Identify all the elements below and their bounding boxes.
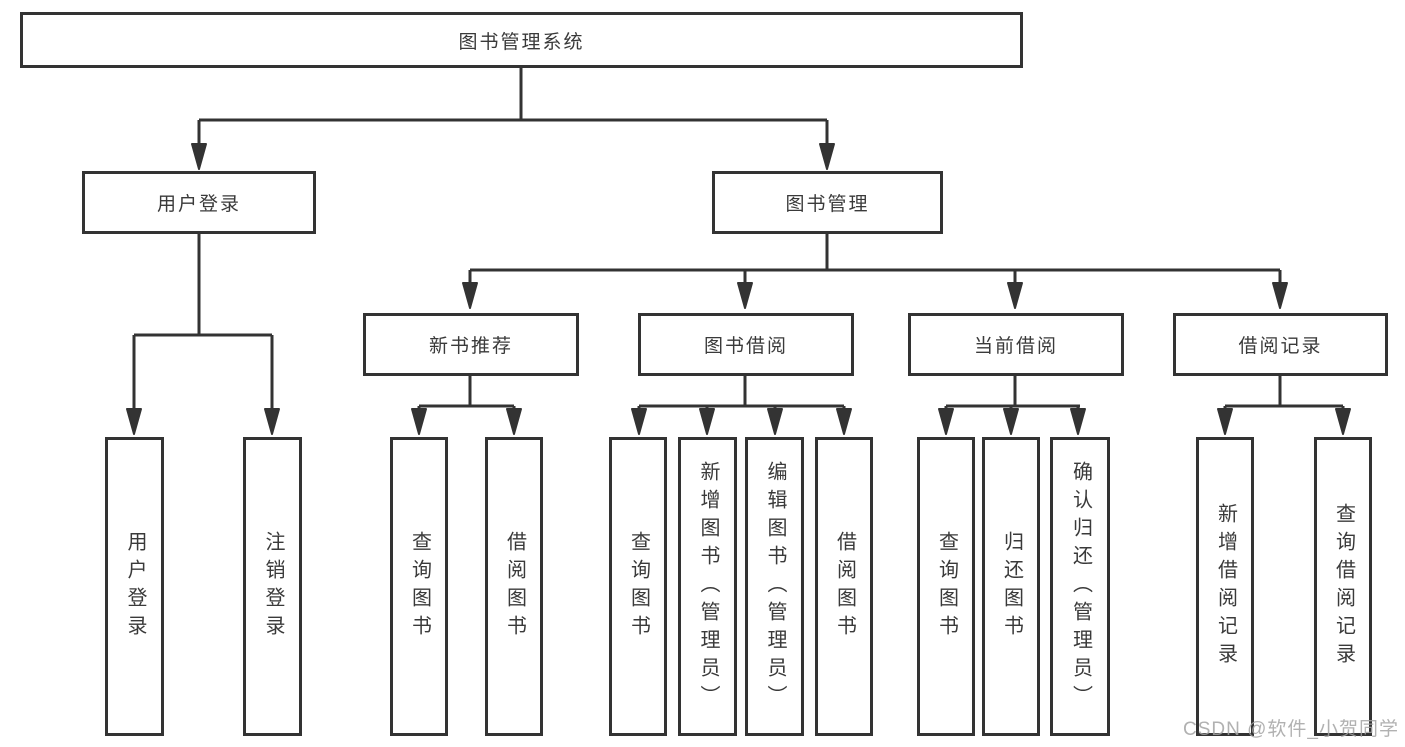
node-current-borrow-label: 当前借阅 [973, 336, 1058, 357]
leaf-edit-books-admin-label: 编辑图书（管理员） [764, 460, 786, 713]
leaf-logout-label: 注销登录 [262, 530, 284, 643]
leaf-borrow-books-recommend-label: 借阅图书 [503, 530, 526, 643]
node-book-management: 图书管理 [712, 171, 943, 234]
leaf-add-borrow-record: 新增借阅记录 [1196, 437, 1254, 736]
node-new-book-recommend: 新书推荐 [363, 313, 579, 376]
node-book-management-label: 图书管理 [785, 194, 870, 215]
node-new-book-recommend-label: 新书推荐 [428, 336, 513, 357]
leaf-add-books-admin-label: 新增图书（管理员） [697, 460, 719, 713]
node-book-borrow: 图书借阅 [638, 313, 854, 376]
leaf-query-books-current: 查询图书 [917, 437, 975, 736]
node-user-login-label: 用户登录 [156, 194, 241, 215]
node-borrow-records-label: 借阅记录 [1238, 336, 1323, 357]
leaf-borrow-books: 借阅图书 [815, 437, 873, 736]
node-user-login: 用户登录 [82, 171, 316, 234]
leaf-return-books: 归还图书 [982, 437, 1040, 736]
leaf-logout: 注销登录 [243, 437, 302, 736]
watermark: CSDN @软件_小贺同学 [1183, 719, 1399, 740]
node-root-label: 图书管理系统 [458, 31, 585, 53]
leaf-confirm-return-admin-label: 确认归还（管理员） [1069, 460, 1092, 713]
leaf-add-borrow-record-label: 新增借阅记录 [1214, 502, 1237, 671]
node-root: 图书管理系统 [20, 12, 1023, 68]
leaf-query-borrow-record: 查询借阅记录 [1314, 437, 1372, 736]
node-current-borrow: 当前借阅 [908, 313, 1124, 376]
leaf-query-borrow-record-label: 查询借阅记录 [1332, 502, 1355, 671]
leaf-query-books-current-label: 查询图书 [935, 530, 958, 643]
leaf-query-books-recommend: 查询图书 [390, 437, 448, 736]
node-borrow-records: 借阅记录 [1173, 313, 1388, 376]
leaf-query-books-borrow: 查询图书 [609, 437, 667, 736]
node-book-borrow-label: 图书借阅 [703, 336, 788, 357]
leaf-edit-books-admin: 编辑图书（管理员） [745, 437, 804, 736]
leaf-add-books-admin: 新增图书（管理员） [678, 437, 737, 736]
leaf-query-books-recommend-label: 查询图书 [408, 530, 431, 643]
leaf-query-books-borrow-label: 查询图书 [627, 530, 650, 643]
leaf-borrow-books-label: 借阅图书 [833, 530, 856, 643]
leaf-confirm-return-admin: 确认归还（管理员） [1050, 437, 1110, 736]
leaf-user-login-label: 用户登录 [124, 530, 146, 643]
leaf-return-books-label: 归还图书 [1000, 530, 1023, 643]
leaf-user-login: 用户登录 [105, 437, 164, 736]
leaf-borrow-books-recommend: 借阅图书 [485, 437, 543, 736]
